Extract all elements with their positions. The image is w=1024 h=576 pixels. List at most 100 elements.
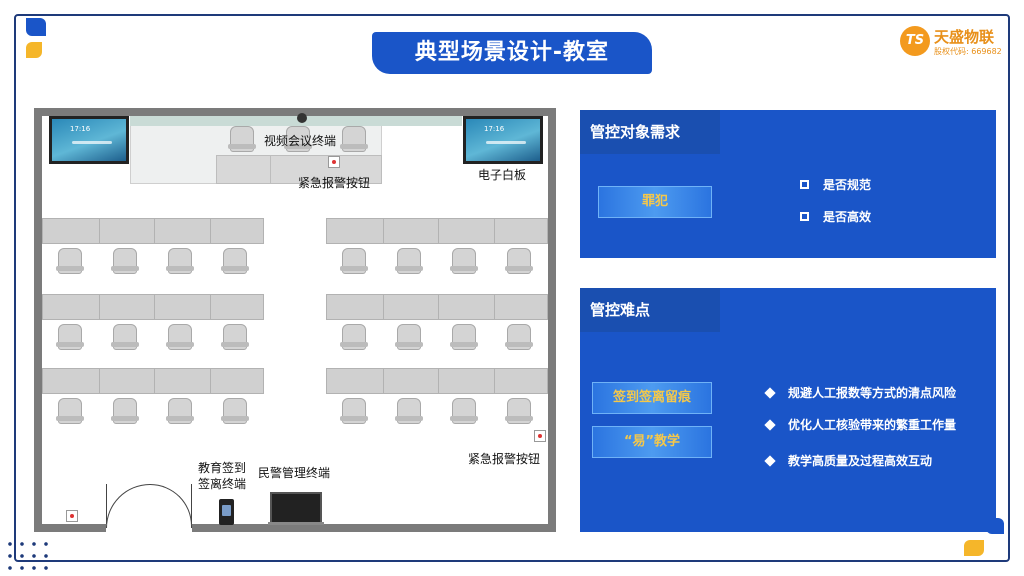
square-bullet-icon (800, 180, 809, 189)
logo-name: 天盛物联 (934, 28, 995, 46)
logo-stock-code: 股权代码: 669682 (934, 47, 1002, 56)
desk-divider (382, 219, 384, 243)
diamond-bullet-icon (764, 418, 776, 431)
desk-divider (209, 295, 211, 319)
screen-bar (72, 141, 112, 144)
tag-checkin-record: 签到签离留痕 (592, 382, 712, 414)
emergency-alarm-icon (328, 156, 340, 168)
room-wall-bottom-left (34, 524, 106, 532)
difficulty-text: 教学高质量及过程高效互动 (788, 454, 933, 468)
company-logo: TS 天盛物联 股权代码: 669682 (900, 26, 1010, 60)
police-monitor-icon (270, 492, 322, 524)
label-whiteboard: 电子白板 (478, 168, 527, 182)
label-video-terminal: 视频会议终端 (264, 134, 337, 148)
chair-icon (111, 398, 139, 424)
chair-icon (166, 398, 194, 424)
terminal-face (222, 505, 231, 516)
requirement-text: 是否规范 (823, 178, 872, 192)
stage-front-strip (130, 116, 462, 126)
chair-icon (505, 398, 533, 424)
emergency-alarm-icon (66, 510, 78, 522)
requirement-item: 是否规范 (800, 176, 871, 193)
desk-divider (154, 295, 155, 319)
diamond-bullet-icon (764, 386, 776, 399)
desk-divider (493, 295, 495, 319)
requirements-panel: 管控对象需求 罪犯 是否规范 是否高效 (580, 110, 996, 258)
difficulties-panel: 管控难点 签到签离留痕 “易”教学 规避人工报数等方式的清点风险 优化人工核验带… (580, 288, 996, 532)
label-police-terminal: 民警管理终端 (258, 466, 331, 480)
student-desk (326, 218, 548, 244)
desk-divider (438, 369, 439, 393)
logo-mark-icon: TS (900, 26, 930, 56)
desk-divider (382, 295, 384, 319)
door-jamb (106, 484, 107, 524)
chair-icon (111, 248, 139, 274)
podium-divider (270, 155, 271, 184)
desk-divider (493, 369, 495, 393)
desk-divider (209, 369, 211, 393)
emergency-alarm-icon (534, 430, 546, 442)
chair-icon (395, 248, 423, 274)
requirement-text: 是否高效 (823, 210, 872, 224)
desk-divider (154, 369, 155, 393)
chair-icon (221, 398, 249, 424)
desk-divider (154, 219, 155, 243)
dot-pattern-decoration (4, 538, 54, 574)
chair-icon (505, 248, 533, 274)
difficulty-item: 优化人工核验带来的繁重工作量 (764, 416, 957, 433)
chair-icon (221, 248, 249, 274)
door-jamb (191, 484, 192, 524)
requirements-heading: 管控对象需求 (580, 110, 720, 154)
chair-icon (450, 398, 478, 424)
corner-decoration-yellow-icon (26, 42, 42, 58)
chair-icon (111, 324, 139, 350)
podium-desk (216, 155, 382, 184)
label-emergency-alarm-right: 紧急报警按钮 (468, 452, 541, 466)
desk-divider (209, 219, 211, 243)
page-frame (14, 14, 1010, 562)
chair-icon (56, 324, 84, 350)
corner-decoration-blue-icon (26, 18, 46, 36)
chair-icon (56, 248, 84, 274)
screen-bar (486, 141, 526, 144)
square-bullet-icon (800, 212, 809, 221)
checkin-terminal-icon (219, 499, 234, 525)
difficulty-text: 优化人工核验带来的繁重工作量 (788, 418, 957, 432)
chair-icon (395, 398, 423, 424)
tag-criminal: 罪犯 (598, 186, 712, 218)
chair-icon (221, 324, 249, 350)
chair-icon (505, 324, 533, 350)
desk-divider (382, 369, 384, 393)
chair-icon (395, 324, 423, 350)
difficulty-text: 规避人工报数等方式的清点风险 (788, 386, 957, 400)
chair-icon (340, 248, 368, 274)
chair-icon (284, 126, 312, 152)
chair-icon (340, 324, 368, 350)
difficulties-heading: 管控难点 (580, 288, 720, 332)
difficulty-item: 规避人工报数等方式的清点风险 (764, 384, 957, 401)
student-desk (42, 294, 264, 320)
student-desk (42, 368, 264, 394)
chair-icon (340, 398, 368, 424)
label-emergency-alarm-top: 紧急报警按钮 (298, 176, 371, 190)
requirement-item: 是否高效 (800, 208, 871, 225)
page-title: 典型场景设计-教室 (372, 32, 652, 74)
chair-icon (56, 398, 84, 424)
chair-icon (450, 324, 478, 350)
diamond-bullet-icon (764, 454, 776, 467)
desk-divider (98, 219, 100, 243)
desk-divider (98, 369, 100, 393)
corner-decoration-yellow-icon (964, 540, 984, 556)
room-wall-bottom-right (192, 524, 556, 532)
chair-icon (450, 248, 478, 274)
chair-icon (166, 324, 194, 350)
label-checkin-terminal: 教育签到 签离终端 (198, 461, 247, 491)
student-desk (326, 368, 548, 394)
display-screen-left-icon: 17:16 (49, 116, 129, 164)
desk-divider (98, 295, 100, 319)
screen-time: 17:16 (484, 125, 505, 133)
chair-icon (228, 126, 256, 152)
monitor-stand (268, 522, 324, 525)
chair-icon (340, 126, 368, 152)
student-desk (326, 294, 548, 320)
